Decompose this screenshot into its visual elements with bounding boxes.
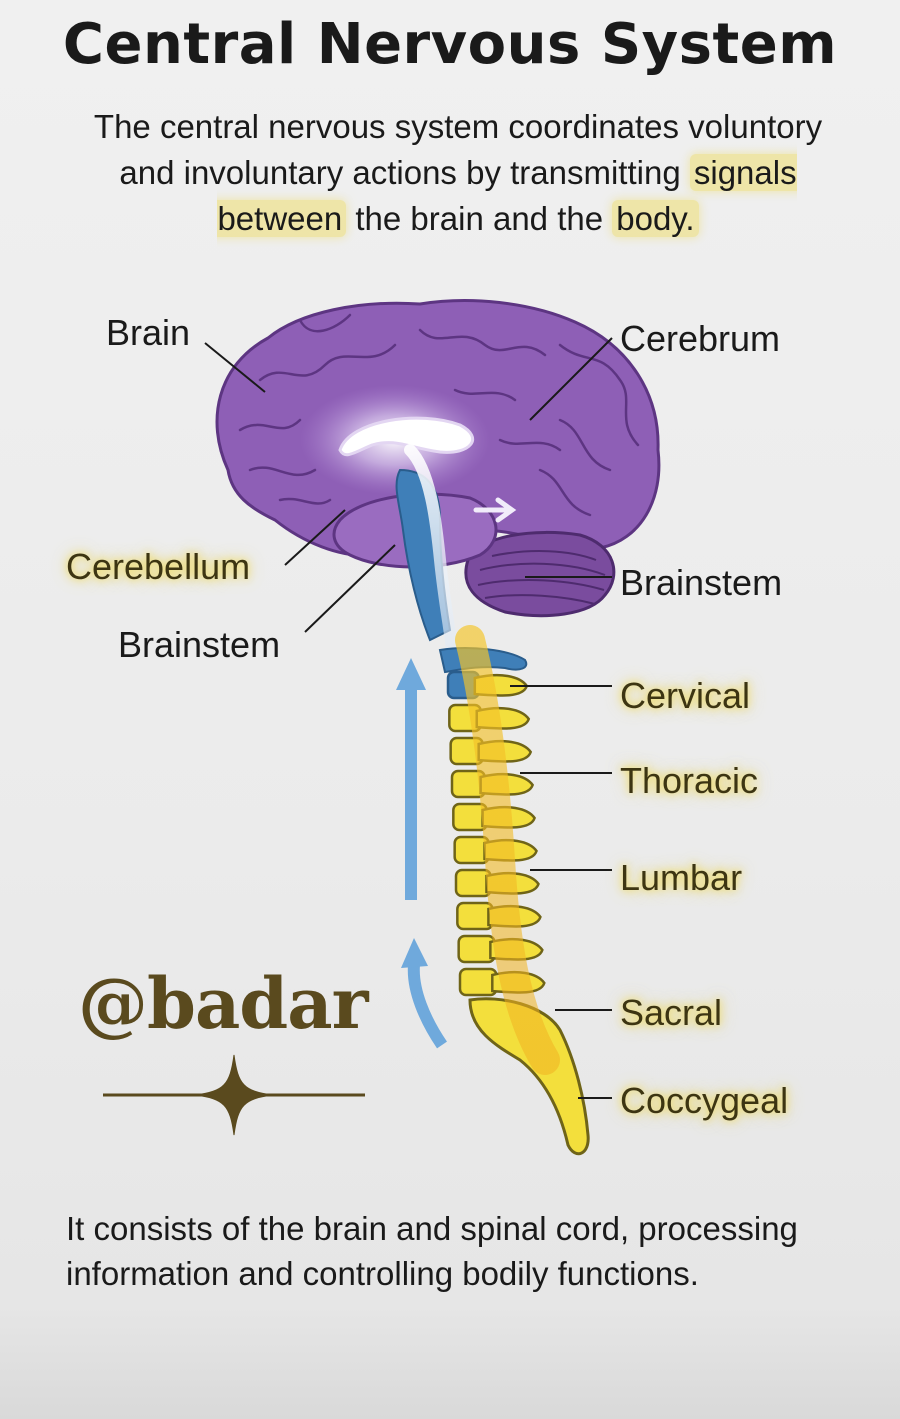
intro-paragraph: The central nervous system coordinates v… — [78, 104, 838, 242]
intro-text-2: the brain and the — [346, 200, 613, 237]
label-coccygeal: Coccygeal — [620, 1080, 789, 1121]
brain — [215, 299, 661, 656]
intro-text-1: The central nervous system coordinates v… — [93, 108, 823, 191]
label-brainstem-left: Brainstem — [118, 624, 281, 665]
outro-paragraph: It consists of the brain and spinal cord… — [66, 1210, 798, 1292]
watermark-ornament — [103, 1054, 365, 1136]
upward-signal-arrows — [396, 658, 447, 1049]
label-lumbar: Lumbar — [620, 857, 743, 898]
curved-arrow-head — [401, 938, 428, 968]
brain-folds — [238, 313, 640, 517]
spine — [438, 625, 590, 1156]
leader-cerebrum — [529, 337, 613, 421]
page-title: Central Nervous System — [62, 12, 838, 77]
vertebra-body — [458, 967, 498, 997]
label-sacral: Sacral — [620, 992, 723, 1033]
spinal-cord-glow — [404, 444, 458, 656]
label-cervical: Cervical — [620, 675, 751, 716]
vertebra-body — [457, 934, 496, 964]
corpus-callosum — [338, 416, 475, 457]
signal-arrow-right — [473, 497, 517, 523]
spinal-cord-core — [455, 625, 560, 1075]
watermark-text: @badar — [78, 962, 368, 1045]
intro-highlight-body: body. — [612, 200, 699, 237]
vertebra-body — [456, 901, 494, 931]
curved-arrow — [407, 964, 447, 1049]
leader-lines — [204, 337, 613, 1099]
label-cerebrum: Cerebrum — [620, 318, 781, 359]
label-brain: Brain — [106, 312, 191, 353]
long-arrow-shaft — [405, 685, 417, 900]
long-arrow-head — [396, 658, 426, 690]
label-brainstem-right: Brainstem — [620, 562, 783, 603]
cerebellum-folds — [477, 550, 606, 605]
leader-brain — [204, 342, 266, 393]
leader-brainstem-left — [304, 544, 396, 633]
label-cerebellum: Cerebellum — [66, 546, 251, 587]
label-thoracic: Thoracic — [620, 760, 759, 801]
sacrum-coccyx — [468, 997, 590, 1156]
leader-cerebellum — [284, 509, 346, 566]
